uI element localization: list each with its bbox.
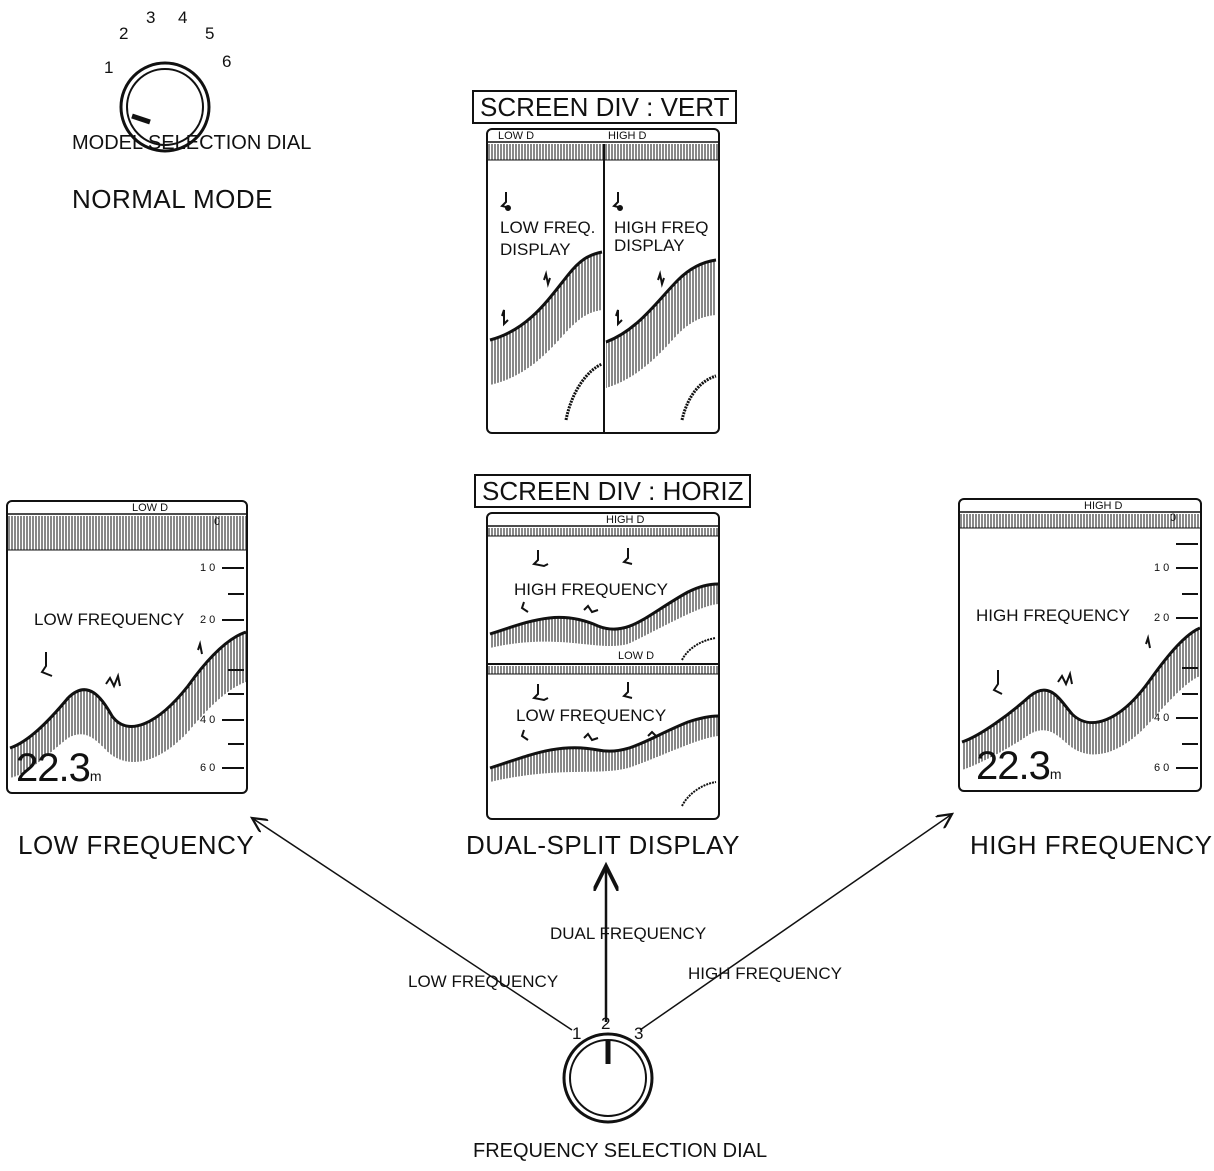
horiz-split-screen: HIGH D HIGH FREQUENCY LOW D LOW FREQUENC…: [486, 512, 720, 820]
arrow-label-high: HIGH FREQUENCY: [688, 964, 842, 983]
vert-left-label-1: LOW FREQ.: [500, 218, 596, 237]
low-frequency-caption: LOW FREQUENCY: [18, 830, 255, 860]
low-scale-40: 4 0: [200, 714, 216, 726]
low-screen-inner-label: LOW FREQUENCY: [34, 610, 185, 629]
vert-header-right: HIGH D: [608, 130, 647, 142]
horiz-header-top: HIGH D: [606, 514, 645, 526]
dual-split-caption: DUAL-SPLIT DISPLAY: [466, 830, 740, 860]
vert-header-left: LOW D: [498, 130, 535, 142]
vert-right-label-2: DISPLAY: [614, 236, 685, 255]
freq-dial-number-1: 1: [572, 1024, 582, 1043]
high-depth-unit: m: [1049, 766, 1062, 782]
vert-split-screen: LOW D HIGH D LOW FREQ. DISPLAY HIGH FREQ…: [486, 128, 720, 434]
high-scale-10: 1 0: [1154, 562, 1170, 574]
mode-label: NORMAL MODE: [72, 184, 273, 214]
model-dial-number-3: 3: [146, 8, 156, 27]
model-dial-number-1: 1: [104, 58, 114, 77]
low-scale-0: 0: [214, 516, 221, 528]
model-dial-number-4: 4: [178, 8, 188, 27]
vert-right-label-1: HIGH FREQ: [614, 218, 709, 237]
low-depth-readout: 22.3m: [16, 746, 102, 791]
vert-split-title: SCREEN DIV : VERT: [472, 90, 738, 124]
horiz-split-title: SCREEN DIV : HORIZ: [474, 474, 752, 508]
high-scale-0: 0: [1170, 512, 1177, 524]
high-frequency-caption: HIGH FREQUENCY: [970, 830, 1213, 860]
high-screen-header: HIGH D: [1084, 500, 1123, 512]
low-frequency-screen: LOW D 0 1 0 2 0 4 0 6 0 LOW FREQUENCY 22…: [6, 500, 248, 794]
model-dial-number-2: 2: [119, 24, 129, 43]
low-scale-60: 6 0: [200, 762, 216, 774]
low-screen-header: LOW D: [132, 502, 169, 514]
low-scale-10: 1 0: [200, 562, 216, 574]
freq-dial-number-3: 3: [634, 1024, 644, 1043]
arrow-label-dual: DUAL FREQUENCY: [550, 924, 707, 943]
freq-dial-number-2: 2: [601, 1014, 611, 1033]
high-depth-value: 22.3: [976, 744, 1051, 788]
low-depth-unit: m: [89, 768, 102, 784]
arrow-to-low: [252, 818, 573, 1031]
high-screen-inner-label: HIGH FREQUENCY: [976, 606, 1130, 625]
horiz-header-bottom: LOW D: [618, 650, 655, 662]
frequency-selection-dial[interactable]: [556, 1026, 660, 1130]
model-dial-label: MODEL SELECTION DIAL: [72, 132, 312, 154]
arrow-to-high: [639, 814, 952, 1031]
vert-left-label-2: DISPLAY: [500, 240, 571, 259]
high-scale-60: 6 0: [1154, 762, 1170, 774]
dial-pointer: [131, 113, 151, 125]
model-dial-number-5: 5: [205, 24, 215, 43]
high-depth-readout: 22.3m: [976, 744, 1062, 789]
low-scale-20: 2 0: [200, 614, 216, 626]
high-scale-20: 2 0: [1154, 612, 1170, 624]
arrow-label-low: LOW FREQUENCY: [408, 972, 559, 991]
high-frequency-screen: HIGH D 0 1 0 2 0 4 0 6 0 HIGH FREQUENCY …: [958, 498, 1202, 792]
model-dial-number-6: 6: [222, 52, 232, 71]
horiz-bottom-label: LOW FREQUENCY: [516, 706, 667, 725]
freq-dial-label: FREQUENCY SELECTION DIAL: [473, 1140, 768, 1162]
horiz-top-label: HIGH FREQUENCY: [514, 580, 668, 599]
low-depth-value: 22.3: [16, 746, 91, 790]
model-selection-dial[interactable]: [110, 52, 220, 162]
high-scale-40: 4 0: [1154, 712, 1170, 724]
